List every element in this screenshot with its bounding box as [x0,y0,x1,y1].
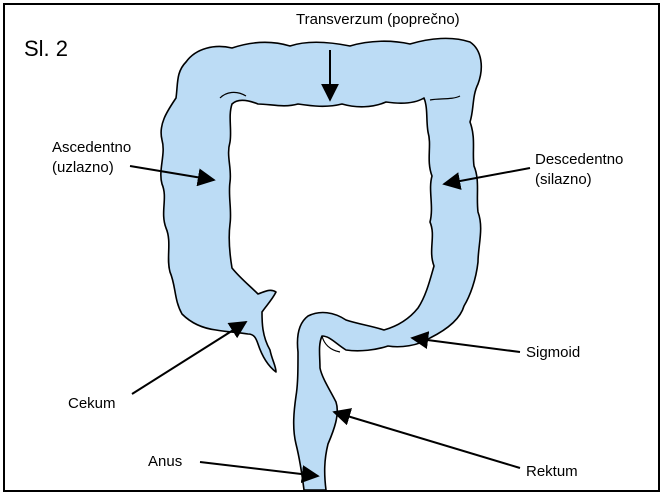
label-sigmoid: Sigmoid [526,344,580,361]
label-rektum: Rektum [526,463,578,480]
label-descedentno: Descedentno [535,151,623,168]
arrow-sigmoid [412,338,520,352]
arrow-cekum [132,322,246,394]
label-cekum: Cekum [68,395,116,412]
colon-shape [161,38,481,490]
label-descedentno-sub: (silazno) [535,171,592,188]
arrow-rektum [334,412,520,468]
label-anus: Anus [148,453,182,470]
label-ascedentno-sub: (uzlazno) [52,159,114,176]
figure-label: Sl. 2 [24,36,68,61]
label-ascedentno: Ascedentno [52,139,131,156]
label-transverzum: Transverzum (poprečno) [296,11,460,28]
